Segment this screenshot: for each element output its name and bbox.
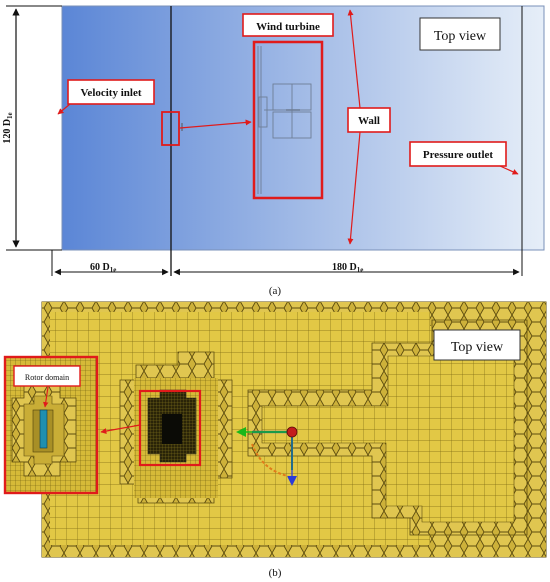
mesh-border-right — [527, 302, 546, 557]
wall-arrow-bottom — [347, 131, 361, 245]
rotation-arc-icon — [251, 443, 289, 477]
mesh-border-top — [42, 302, 546, 312]
inset-rotor-blade — [39, 409, 48, 449]
wall-label: Wall — [358, 115, 380, 127]
rotor-highlight — [138, 389, 202, 467]
wall-label-box — [347, 107, 391, 133]
caption-a: (a) — [269, 285, 282, 297]
axis-x-head — [236, 427, 246, 437]
top-view-box-a — [419, 17, 501, 51]
pressure-outlet-label: Pressure outlet — [423, 149, 493, 161]
pressure-outlet-arrow — [499, 165, 519, 175]
coordinate-axes — [236, 426, 298, 486]
caption-b: (b) — [269, 567, 282, 579]
inset-pointer-arrow — [43, 386, 49, 408]
wind-turbine-drawing — [257, 46, 312, 194]
dim-left-label: 60 D1e — [90, 262, 116, 274]
rotor-domain-inset: Rotor domain — [3, 355, 99, 495]
wind-turbine-label: Wind turbine — [256, 21, 320, 33]
inset-label: Rotor domain — [25, 373, 69, 382]
top-view-label-a: Top view — [434, 29, 487, 44]
top-view-label-b: Top view — [451, 340, 504, 355]
axis-origin — [286, 426, 298, 438]
wind-turbine-highlight — [252, 40, 324, 200]
wake-refinement-interior — [261, 332, 515, 523]
top-view-box-b — [433, 329, 521, 361]
rotor-core — [162, 414, 182, 444]
velocity-inlet-label-box — [67, 79, 155, 105]
dim-vertical-label: 120 D1e — [2, 112, 14, 143]
axis-down-head — [287, 476, 297, 486]
turbine-marker-box — [161, 111, 180, 146]
inset-connector-arrow — [100, 424, 141, 434]
mesh-border-bottom — [42, 545, 546, 557]
turbine-callout-arrow — [179, 119, 252, 129]
velocity-inlet-label: Velocity inlet — [81, 87, 142, 99]
dim-right-label: 180 D1e — [332, 262, 363, 274]
inset-label-box — [13, 365, 81, 387]
pressure-outlet-label-box — [409, 141, 507, 167]
velocity-inlet-arrow — [57, 103, 71, 115]
panel-a: 120 D1e 60 D1e 180 D1e Top view Wind tur… — [2, 5, 545, 297]
panel-b: Top view Rotor domain (b) — [3, 301, 547, 579]
wall-arrow-top — [347, 9, 361, 109]
wind-turbine-label-box — [242, 13, 334, 37]
mesh-corner-right-bottom — [430, 532, 546, 557]
